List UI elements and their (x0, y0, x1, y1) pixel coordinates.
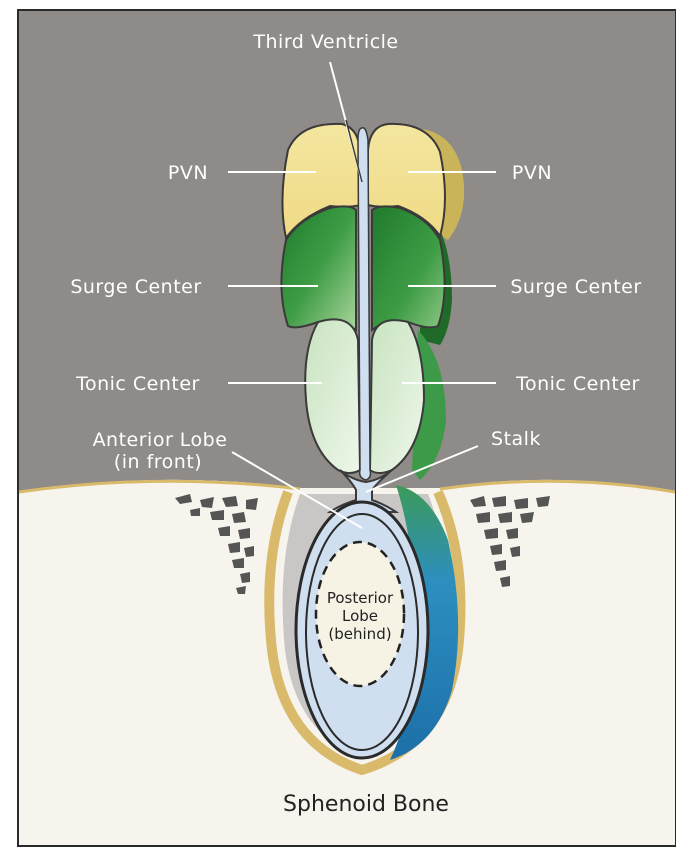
label-third-ventricle: Third Ventricle (252, 31, 398, 53)
label-posterior-lobe-3: (behind) (328, 625, 391, 643)
label-anterior-lobe-note: (in front) (114, 451, 202, 473)
label-pvn-right: PVN (512, 162, 552, 184)
third-ventricle-channel (358, 128, 371, 480)
label-sphenoid-bone: Sphenoid Bone (283, 792, 449, 817)
label-posterior-lobe-2: Lobe (342, 607, 378, 625)
label-surge-center-left: Surge Center (70, 276, 201, 298)
label-surge-center-right: Surge Center (510, 276, 641, 298)
label-anterior-lobe: Anterior Lobe (93, 429, 228, 451)
label-pvn-left: PVN (168, 162, 208, 184)
label-tonic-center-left: Tonic Center (75, 373, 200, 395)
label-posterior-lobe-1: Posterior (327, 589, 394, 607)
label-stalk: Stalk (491, 428, 541, 450)
label-tonic-center-right: Tonic Center (515, 373, 640, 395)
